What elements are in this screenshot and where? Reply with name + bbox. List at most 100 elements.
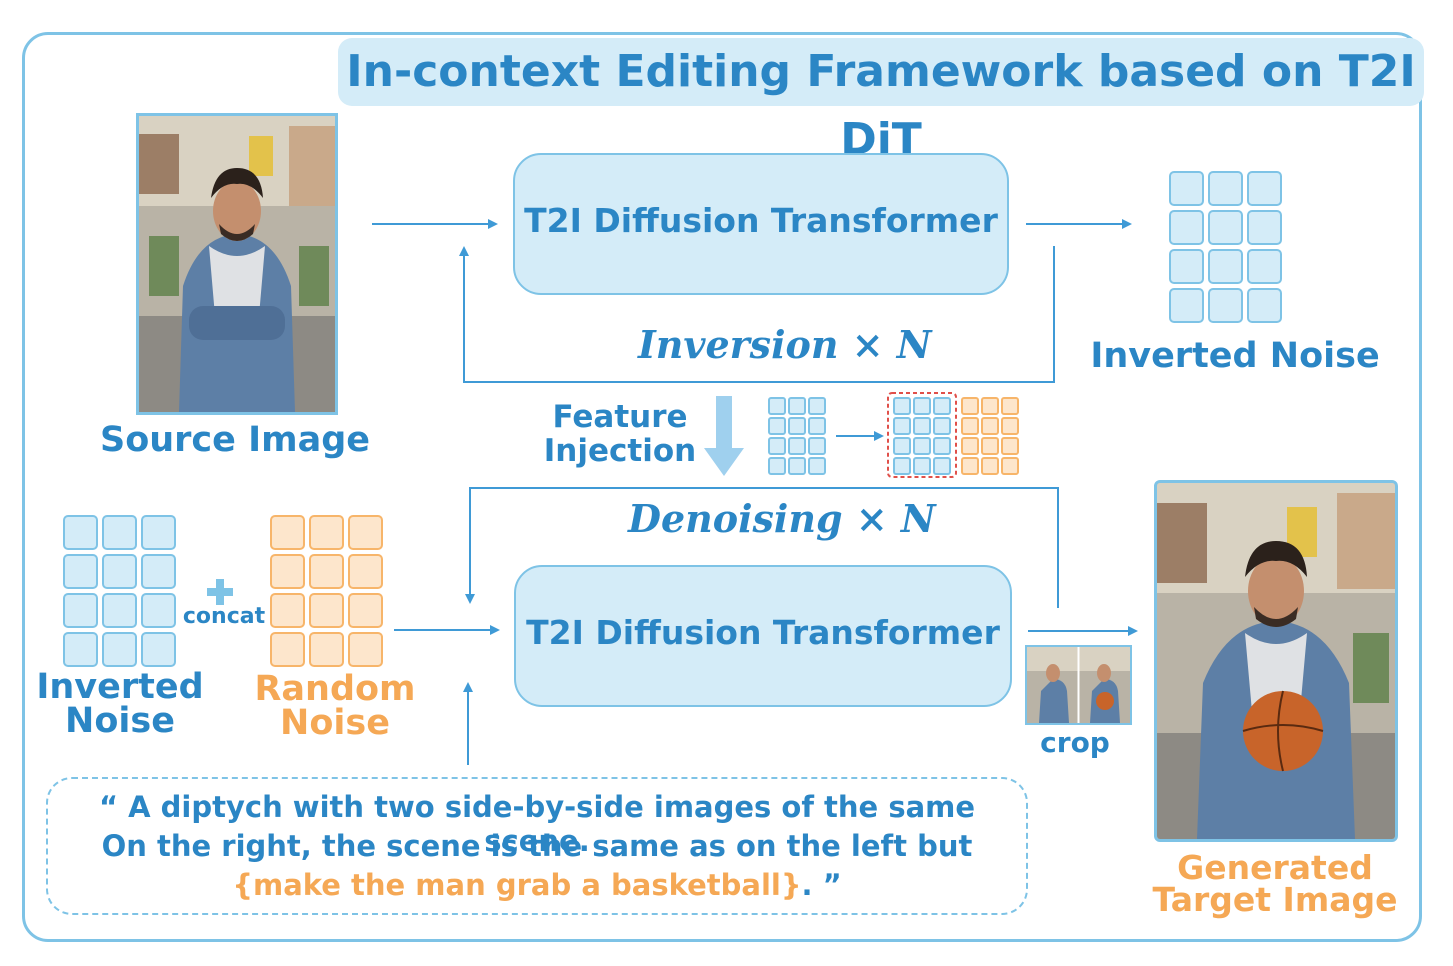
inverted-noise-grid-bottom-cell (63, 593, 98, 628)
random-noise-grid-cell (348, 593, 383, 628)
inverted-noise-grid-bottom-cell (102, 554, 137, 589)
prompt-line-1: “ A diptych with two side-by-side images… (98, 790, 976, 858)
random-noise-line1: Random (254, 669, 416, 709)
inverted-noise-grid-top-cell (1247, 171, 1282, 206)
title-bar (338, 38, 1424, 106)
inverted-noise-grid-top-cell (1169, 249, 1204, 284)
crop-label: crop (1040, 726, 1110, 759)
random-noise-grid-cell (348, 515, 383, 550)
feature-grid-small-cell (808, 417, 826, 435)
feature-grid-small-cell (768, 397, 786, 415)
denoising-word: Denoising (628, 496, 843, 541)
feature-injection-label: Feature Injection (535, 400, 705, 468)
concat-label: concat (182, 604, 266, 629)
feature-grid-small-cell (788, 397, 806, 415)
inverted-noise-grid-bottom-cell (141, 515, 176, 550)
feature-grid-injected-orange-cell (961, 397, 979, 415)
random-noise-grid-cell (309, 515, 344, 550)
feature-grid-injected-blue-cell (933, 437, 951, 455)
denoising-times: × N (855, 496, 936, 541)
feature-grid-injected-blue-cell (913, 457, 931, 475)
inverted-noise-grid-top-cell (1247, 288, 1282, 323)
inverted-noise-grid-bottom-cell (63, 554, 98, 589)
inverted-noise-grid-bottom-cell (63, 632, 98, 667)
bottom-dit-box: T2I Diffusion Transformer (514, 565, 1012, 707)
random-noise-label: Random Noise (240, 669, 430, 741)
prompt-line-3: {make the man grab a basketball}. ” (46, 868, 1028, 902)
inverted-noise-grid-bottom-cell (63, 515, 98, 550)
inversion-loop (459, 246, 1055, 383)
source-image (136, 113, 338, 415)
random-noise-grid-cell (270, 554, 305, 589)
prompt-edit-instruction: {make the man grab a basketball} (232, 868, 802, 902)
feature-grid-small-cell (808, 457, 826, 475)
feature-grid-injected-blue-cell (893, 457, 911, 475)
inverted-noise-grid-top-cell (1169, 210, 1204, 245)
feature-grid-injected-orange-cell (961, 457, 979, 475)
generated-line1: Generated (1177, 848, 1373, 887)
source-image-label: Source Image (99, 420, 370, 460)
feature-injection-line1: Feature (552, 399, 688, 435)
feature-grid-injected-orange-cell (1001, 417, 1019, 435)
inverted-noise-grid-top-cell (1169, 171, 1204, 206)
feature-grid-injected-blue-cell (913, 437, 931, 455)
inverted-noise-bottom-line2: Noise (65, 701, 175, 741)
generated-label: Generated Target Image (1130, 848, 1420, 919)
denoising-loop (465, 487, 1059, 608)
feature-grid-injected-blue-cell (893, 397, 911, 415)
inversion-label: Inversion × N (638, 322, 932, 367)
inverted-noise-grid-bottom-cell (141, 632, 176, 667)
concat-plus-icon (207, 579, 233, 605)
inverted-noise-grid-top-cell (1247, 210, 1282, 245)
feature-grid-small-cell (768, 437, 786, 455)
feature-grid-small-cell (788, 417, 806, 435)
random-noise-grid-cell (270, 632, 305, 667)
random-noise-grid-cell (348, 554, 383, 589)
inverted-noise-bottom-label: Inverted Noise (30, 667, 210, 741)
feature-grid-injected-orange-cell (1001, 397, 1019, 415)
feature-grid-injected-orange-cell (981, 457, 999, 475)
prompt-line-3-end: . ” (801, 868, 842, 902)
inverted-noise-grid-top-cell (1208, 288, 1243, 323)
random-noise-grid-cell (270, 515, 305, 550)
feature-grid-injected-orange-cell (981, 397, 999, 415)
inversion-word: Inversion (638, 322, 839, 367)
feature-grid-injected-blue (893, 397, 951, 475)
random-noise-grid-cell (309, 554, 344, 589)
generated-line2: Target Image (1152, 880, 1398, 919)
inverted-noise-top-label: Inverted Noise (1090, 336, 1380, 376)
feature-grid-small-cell (808, 437, 826, 455)
inverted-noise-grid-bottom-cell (102, 593, 137, 628)
inverted-noise-grid-bottom-cell (102, 515, 137, 550)
prompt-line-2: On the right, the scene is the same as o… (101, 829, 973, 863)
inverted-noise-bottom-line1: Inverted (36, 667, 204, 707)
generated-target-image (1154, 480, 1398, 842)
random-noise-grid-cell (270, 593, 305, 628)
feature-grid-injected-orange-cell (961, 417, 979, 435)
feature-grid-small-cell (808, 397, 826, 415)
top-dit-box: T2I Diffusion Transformer (513, 153, 1009, 295)
inverted-noise-grid-top-cell (1208, 210, 1243, 245)
feature-grid-small-cell (768, 417, 786, 435)
inverted-noise-grid-bottom (63, 515, 176, 667)
inversion-times: × N (851, 322, 932, 367)
random-noise-grid-cell (348, 632, 383, 667)
feature-grid-injected-blue-cell (893, 437, 911, 455)
denoising-label: Denoising × N (628, 496, 936, 541)
diagram-frame (22, 32, 1422, 942)
inverted-noise-grid-bottom-cell (141, 593, 176, 628)
random-noise-grid-cell (309, 593, 344, 628)
inverted-noise-grid-top-cell (1208, 249, 1243, 284)
feature-grid-injected-orange-cell (981, 417, 999, 435)
inverted-noise-grid-top (1169, 171, 1282, 323)
crop-thumbnail (1025, 645, 1132, 725)
random-noise-grid-cell (309, 632, 344, 667)
inverted-noise-grid-top-cell (1208, 171, 1243, 206)
feature-grid-injected-orange-cell (981, 437, 999, 455)
feature-grid-injected-blue-cell (933, 417, 951, 435)
feature-grid-small-cell (768, 457, 786, 475)
feature-grid-injected-blue-cell (933, 457, 951, 475)
inverted-noise-grid-bottom-cell (102, 632, 137, 667)
feature-injection-line2: Injection (543, 433, 697, 469)
